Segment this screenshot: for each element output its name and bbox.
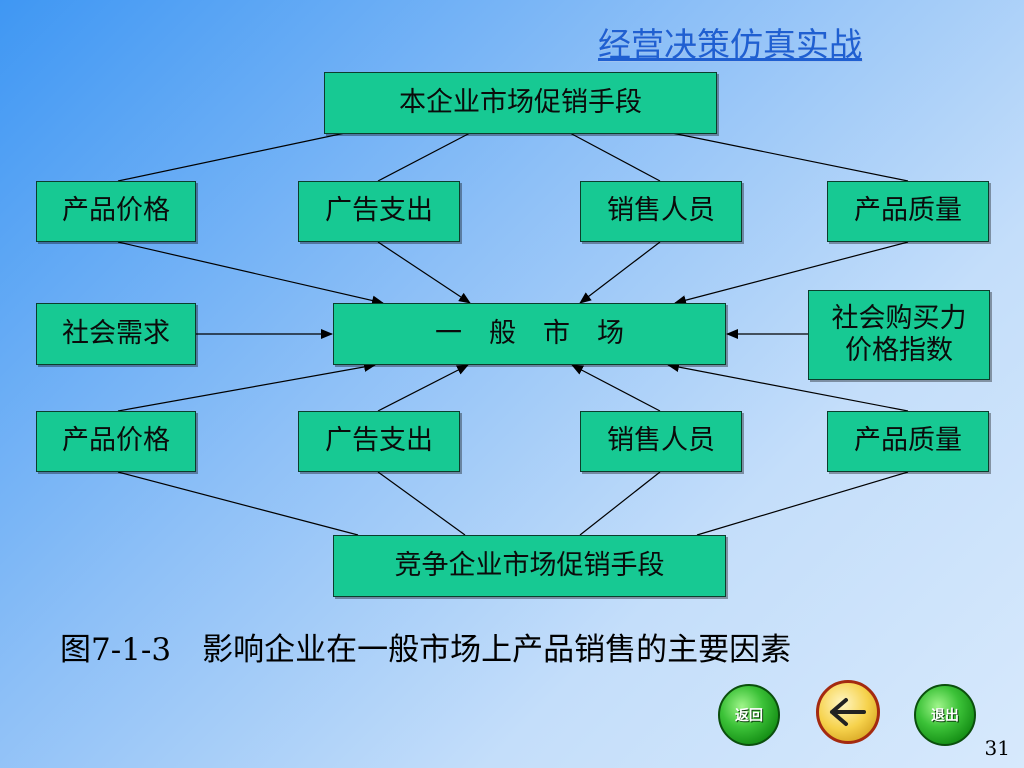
figure-caption: 图7-1-3 影响企业在一般市场上产品销售的主要因素 bbox=[60, 632, 792, 668]
node-lower-quality: 产品质量 bbox=[827, 411, 989, 472]
arrow-lower-1 bbox=[117, 362, 376, 412]
node-upper-salespeople: 销售人员 bbox=[580, 181, 742, 242]
node-general-market: 一 般 市 场 bbox=[333, 303, 726, 365]
connector-top-3 bbox=[569, 132, 661, 182]
node-lower-price: 产品价格 bbox=[36, 411, 196, 472]
exit-button-label: 退出 bbox=[931, 708, 959, 724]
node-lower-advertising: 广告支出 bbox=[298, 411, 460, 472]
return-button-label: 返回 bbox=[735, 708, 763, 724]
node-purchasing-power-index: 社会购买力价格指数 bbox=[808, 290, 990, 380]
slide-title: 经营决策仿真实战 bbox=[598, 25, 862, 64]
node-lower-salespeople: 销售人员 bbox=[580, 411, 742, 472]
arrow-lower-3 bbox=[571, 364, 661, 412]
connector-top-2 bbox=[377, 132, 471, 182]
connector-bottom-1 bbox=[117, 471, 359, 536]
connector-top-1 bbox=[117, 132, 346, 182]
arrow-upper-4 bbox=[674, 241, 909, 306]
node-competitor-promotion: 竞争企业市场促销手段 bbox=[333, 535, 726, 597]
connector-bottom-3 bbox=[579, 471, 661, 536]
connector-top-4 bbox=[671, 132, 909, 182]
connector-bottom-2 bbox=[377, 471, 466, 536]
node-upper-price: 产品价格 bbox=[36, 181, 196, 242]
back-arrow-button[interactable] bbox=[816, 680, 880, 744]
node-social-demand: 社会需求 bbox=[36, 303, 196, 365]
arrow-upper-3 bbox=[579, 241, 661, 304]
arrow-upper-1 bbox=[117, 241, 384, 306]
arrow-lower-4 bbox=[667, 362, 909, 412]
node-upper-quality: 产品质量 bbox=[827, 181, 989, 242]
arrow-left-icon bbox=[830, 698, 866, 726]
connector-bottom-4 bbox=[696, 471, 909, 536]
node-upper-advertising: 广告支出 bbox=[298, 181, 460, 242]
return-button[interactable]: 返回 bbox=[718, 684, 780, 746]
arrow-lower-2 bbox=[377, 364, 469, 412]
node-own-promotion: 本企业市场促销手段 bbox=[324, 72, 717, 134]
exit-button[interactable]: 退出 bbox=[914, 684, 976, 746]
arrow-upper-2 bbox=[377, 241, 471, 304]
page-number: 31 bbox=[984, 736, 1010, 760]
